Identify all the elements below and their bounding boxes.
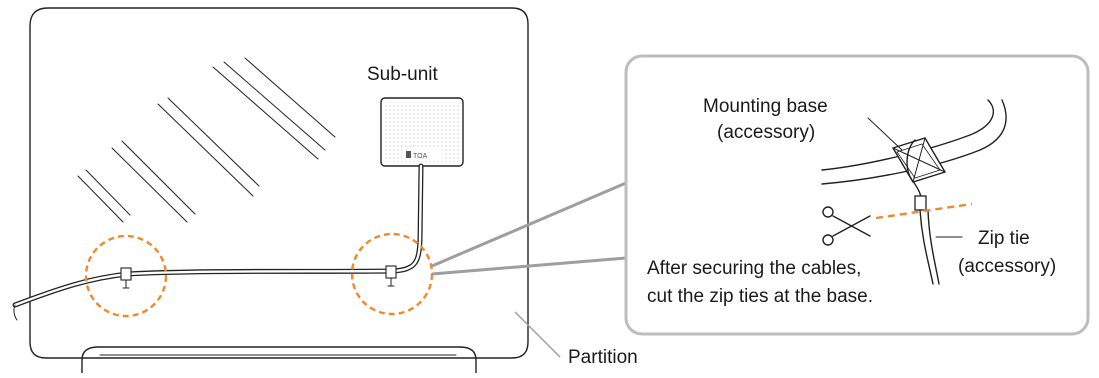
callout-leader-lines bbox=[431, 181, 627, 276]
brand-logo-text: TOA bbox=[413, 153, 428, 160]
zip-tie-label-line1: Zip tie bbox=[978, 228, 1030, 249]
mounting-base-label-line1: Mounting base bbox=[703, 96, 828, 117]
instruction-line2: cut the zip ties at the base. bbox=[647, 286, 873, 307]
cable bbox=[12, 163, 424, 321]
cable-clip-right bbox=[385, 265, 397, 287]
partition-panel bbox=[29, 7, 529, 359]
instruction-line1: After securing the cables, bbox=[647, 258, 861, 279]
zip-tie-detail bbox=[906, 139, 940, 285]
cut-line bbox=[875, 202, 973, 220]
zip-tie-label-line2: (accessory) bbox=[958, 256, 1056, 277]
glass-reflection-lines bbox=[77, 57, 336, 223]
mounting-base-pointer bbox=[867, 117, 903, 151]
highlight-circle-left bbox=[84, 234, 168, 318]
partition-label: Partition bbox=[568, 347, 638, 368]
sub-unit: TOA bbox=[380, 97, 464, 167]
sub-unit-label: Sub-unit bbox=[367, 64, 438, 85]
mounting-base-label-line2: (accessory) bbox=[717, 122, 815, 143]
cable-clip-left bbox=[120, 267, 132, 289]
detail-cables bbox=[821, 99, 1007, 185]
detail-callout-box bbox=[624, 54, 1090, 336]
partition-pointer bbox=[514, 311, 561, 358]
partition-base bbox=[81, 346, 477, 374]
scissors-icon bbox=[822, 206, 871, 246]
brand-logo: TOA bbox=[406, 151, 428, 160]
